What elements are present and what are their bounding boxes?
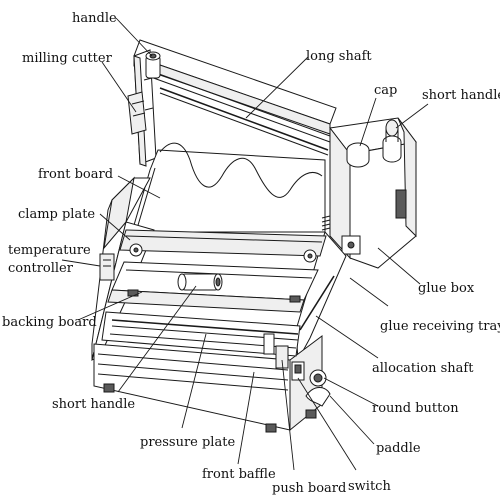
label-paddle: paddle (376, 441, 421, 456)
top-frame (133, 39, 337, 167)
paddle (305, 387, 331, 407)
label-temperature-controller-2: controller (8, 261, 74, 276)
label-glue-receiving-tray: glue receiving tray (380, 319, 500, 334)
label-pressure-plate: pressure plate (140, 435, 235, 450)
label-front-baffle: front baffle (202, 467, 276, 482)
label-allocation-shaft: allocation shaft (372, 361, 474, 376)
pressure-plate (101, 311, 301, 357)
label-front-board: front board (38, 167, 113, 182)
label-handle: handle (72, 11, 117, 26)
backing-board (107, 289, 305, 313)
short-handle-roller (177, 273, 223, 291)
label-short-handle-top: short handle (422, 88, 500, 103)
milling-cutter (127, 91, 147, 135)
switch (291, 361, 305, 381)
labels: handle milling cutter long shaft cap sho… (2, 11, 500, 496)
temperature-controller (99, 253, 115, 281)
leader-lines (61, 17, 429, 471)
label-milling-cutter: milling cutter (22, 51, 113, 66)
label-round-button: round button (372, 401, 459, 416)
clamp-plate (119, 229, 327, 263)
long-shaft (159, 87, 329, 156)
allocation-shaft (299, 275, 335, 331)
label-push-board: push board (272, 481, 346, 496)
push-board (275, 345, 289, 369)
label-glue-box: glue box (418, 281, 475, 296)
front-board (131, 142, 326, 233)
label-cap: cap (374, 83, 397, 98)
cap (346, 142, 370, 168)
round-button (309, 369, 327, 387)
label-backing-board: backing board (2, 315, 97, 330)
label-short-handle-bottom: short handle (52, 397, 135, 412)
label-long-shaft: long shaft (306, 49, 372, 64)
handle (145, 51, 161, 79)
label-temperature-controller-1: temperature (8, 243, 91, 258)
short-handle-top (382, 119, 402, 163)
label-switch: switch (348, 479, 391, 494)
label-clamp-plate: clamp plate (18, 207, 95, 222)
